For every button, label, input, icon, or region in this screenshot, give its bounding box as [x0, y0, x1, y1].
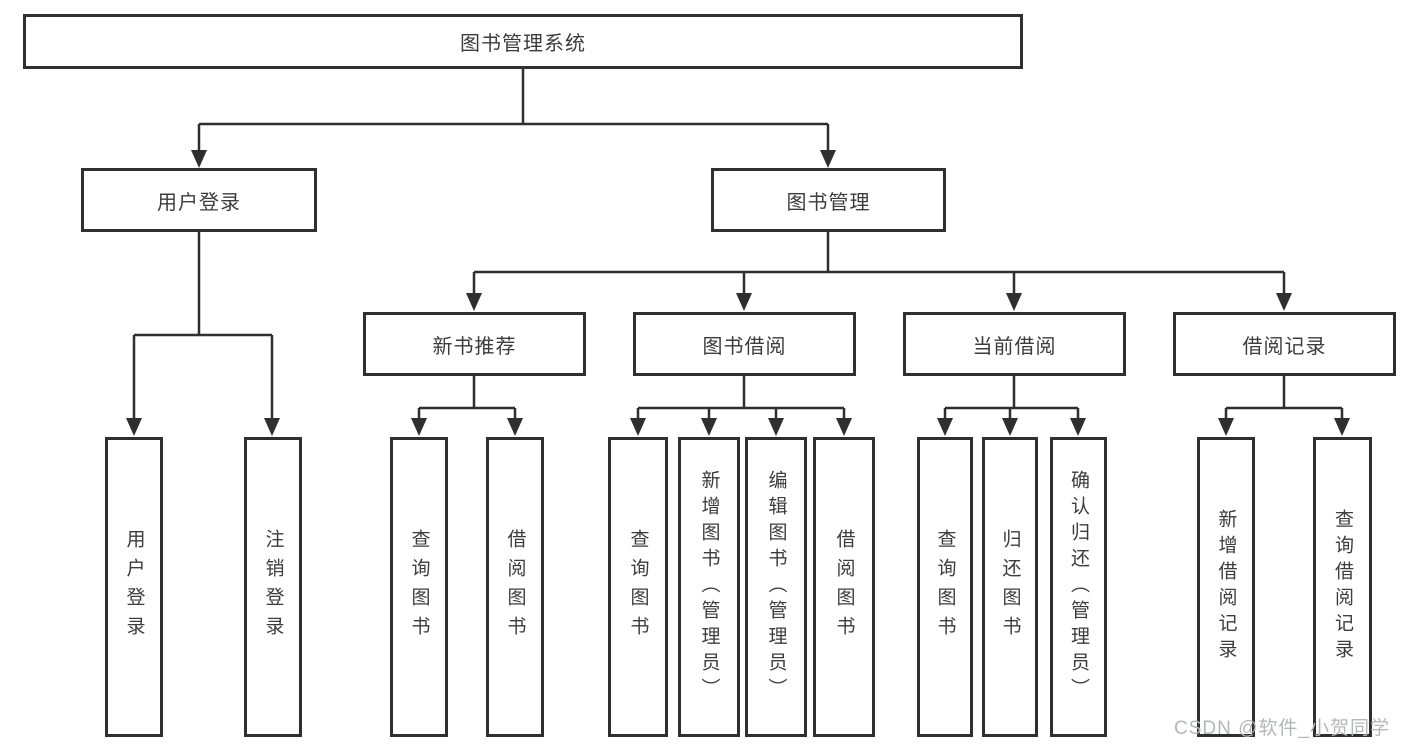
leaf-label: 编辑图书（管理员）	[765, 470, 787, 704]
node-label: 图书借阅	[702, 335, 787, 358]
leaf-label: 新增图书（管理员）	[698, 470, 720, 704]
arrowhead-icon	[1334, 418, 1350, 436]
node-current-borrowing: 当前借阅	[903, 312, 1126, 376]
connector-borrowrecords-to-leaves	[1218, 376, 1350, 436]
arrowhead-icon	[1002, 418, 1018, 436]
node-label: 图书管理系统	[460, 33, 586, 55]
leaf-query-books-3: 查询图书	[917, 437, 973, 737]
node-label: 用户登录	[157, 191, 241, 214]
arrowhead-icon	[820, 150, 836, 168]
node-label: 图书管理	[786, 191, 871, 214]
leaf-label: 查询借阅记录	[1332, 509, 1353, 665]
leaf-logout: 注销登录	[244, 437, 302, 737]
node-library-management-system: 图书管理系统	[23, 14, 1023, 69]
arrowhead-icon	[937, 418, 953, 436]
leaf-query-books-1: 查询图书	[390, 437, 448, 737]
leaf-user-login: 用户登录	[105, 437, 163, 737]
node-book-borrowing: 图书借阅	[633, 312, 856, 376]
node-borrowing-records: 借阅记录	[1173, 312, 1396, 376]
arrowhead-icon	[630, 418, 646, 436]
connector-newbooks-to-leaves	[411, 376, 523, 436]
arrowhead-icon	[191, 150, 207, 168]
connector-currentborrow-to-leaves	[937, 376, 1086, 436]
node-new-book-recommend: 新书推荐	[363, 312, 586, 376]
arrowhead-icon	[507, 418, 523, 436]
leaf-add-borrow-record: 新增借阅记录	[1197, 437, 1255, 737]
connector-userlogin-to-leaves	[126, 232, 280, 436]
connector-bookmgmt-to-level3	[466, 232, 1292, 311]
leaf-label: 借阅图书	[504, 529, 526, 645]
leaf-borrow-books-2: 借阅图书	[813, 437, 875, 737]
leaf-add-books-admin: 新增图书（管理员）	[678, 437, 740, 737]
leaf-label: 查询图书	[934, 529, 956, 645]
node-label: 借阅记录	[1242, 335, 1327, 358]
arrowhead-icon	[411, 418, 427, 436]
leaf-edit-books-admin: 编辑图书（管理员）	[745, 437, 807, 737]
leaf-label: 归还图书	[999, 529, 1021, 645]
arrowhead-icon	[1218, 418, 1234, 436]
node-label: 当前借阅	[972, 335, 1057, 358]
leaf-label: 新增借阅记录	[1215, 509, 1237, 665]
arrowhead-icon	[768, 418, 784, 436]
arrowhead-icon	[1070, 418, 1086, 436]
arrowhead-icon	[126, 418, 142, 436]
leaf-query-borrow-record: 查询借阅记录	[1313, 437, 1372, 737]
arrowhead-icon	[1006, 293, 1022, 311]
leaf-label: 查询图书	[627, 529, 649, 645]
arrowhead-icon	[264, 418, 280, 436]
csdn-watermark: CSDN @软件_小贺同学	[1174, 718, 1390, 739]
arrowhead-icon	[466, 293, 482, 311]
arrowhead-icon	[701, 418, 717, 436]
leaf-label: 查询图书	[408, 529, 430, 645]
leaf-label: 用户登录	[123, 529, 145, 645]
leaf-label: 确认归还（管理员）	[1068, 470, 1089, 704]
leaf-label: 注销登录	[262, 529, 284, 645]
leaf-label: 借阅图书	[833, 529, 855, 645]
node-book-management: 图书管理	[711, 168, 946, 232]
connector-root-to-level2	[191, 69, 836, 168]
leaf-borrow-books-1: 借阅图书	[486, 437, 544, 737]
arrowhead-icon	[736, 293, 752, 311]
arrowhead-icon	[1276, 293, 1292, 311]
arrowhead-icon	[836, 418, 852, 436]
node-user-login: 用户登录	[81, 168, 317, 232]
node-label: 新书推荐	[432, 335, 517, 358]
leaf-confirm-return-admin: 确认归还（管理员）	[1050, 437, 1107, 737]
leaf-query-books-2: 查询图书	[608, 437, 668, 737]
connector-bookborrow-to-leaves	[630, 376, 852, 436]
leaf-return-books: 归还图书	[982, 437, 1038, 737]
